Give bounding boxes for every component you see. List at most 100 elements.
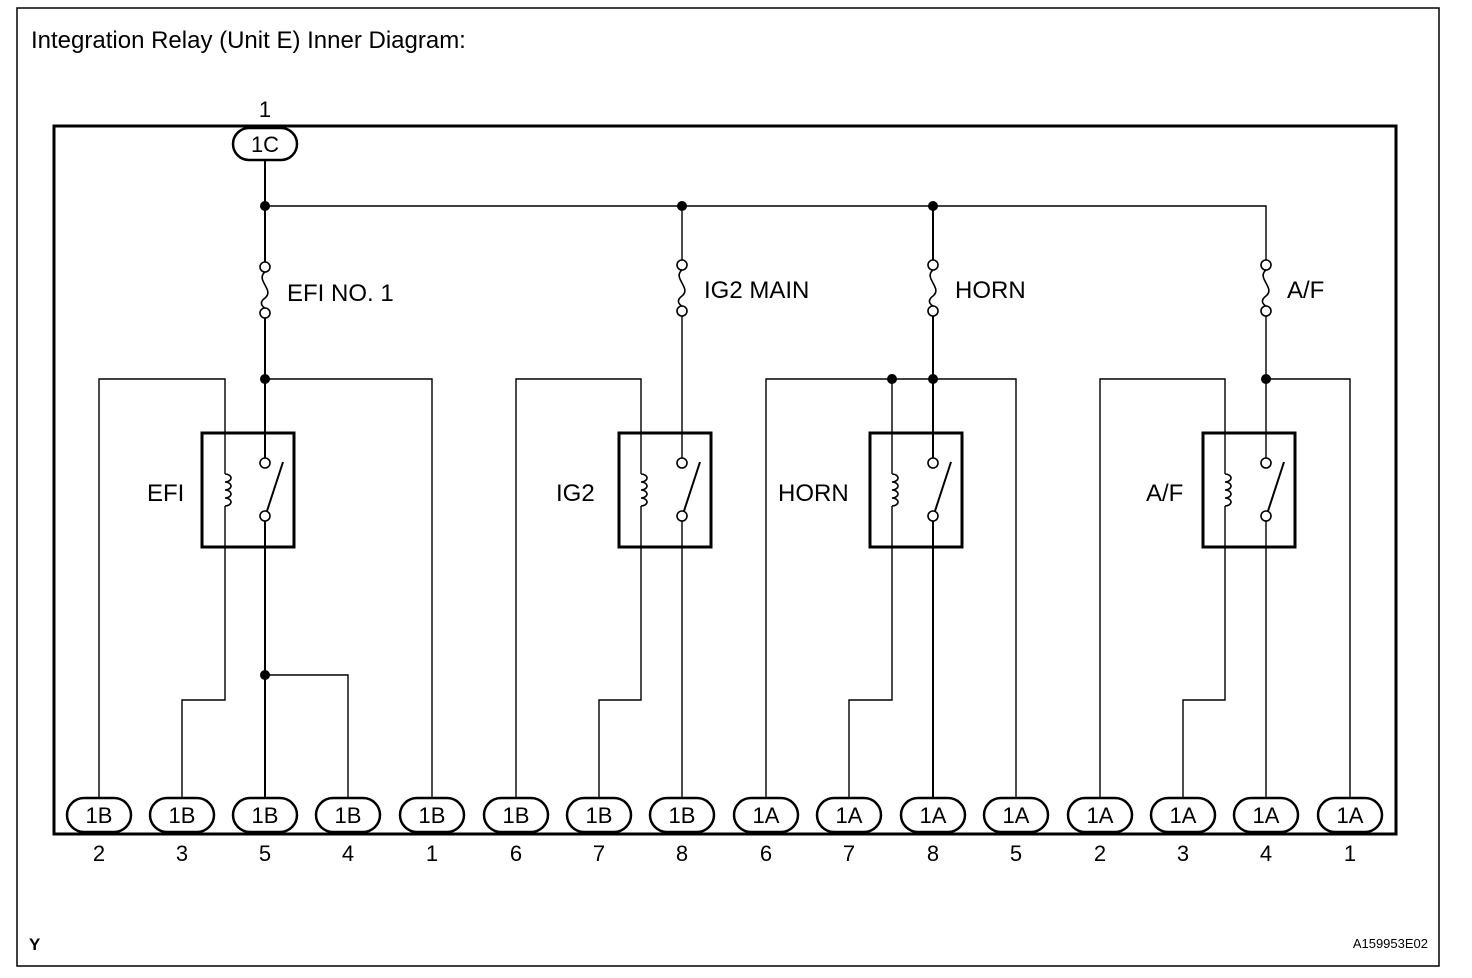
bottom-connector: 1A 6 xyxy=(732,796,800,866)
bottom-connector: 1B 2 xyxy=(65,796,133,866)
connector-pin-number: 8 xyxy=(676,841,688,866)
junction-dot xyxy=(677,201,687,211)
bottom-connector: 1B 4 xyxy=(314,796,382,866)
switch-contact xyxy=(259,457,271,469)
relay-label-af: A/F xyxy=(1146,480,1183,507)
connector-pin-number: 1 xyxy=(426,841,438,866)
fuse-label-efi-no1: EFI NO. 1 xyxy=(287,280,394,307)
connector-label: 1B xyxy=(252,803,279,828)
connector-label: 1B xyxy=(669,803,696,828)
fuses xyxy=(259,259,1272,319)
connector-oval xyxy=(815,796,883,834)
bottom-connector: 1B3 xyxy=(148,796,216,866)
switch-blade xyxy=(266,461,284,512)
bottom-connector: 1B 7 xyxy=(565,796,633,866)
wire-efi-pin1 xyxy=(265,378,433,798)
connector-label: 1A xyxy=(1087,803,1114,828)
connector-oval xyxy=(648,796,716,834)
junction-dot xyxy=(260,670,270,680)
switch-blade xyxy=(683,461,701,512)
relay-unit-housing xyxy=(52,124,1398,836)
bottom-connector: 1B5 xyxy=(231,796,299,866)
relay-label-horn: HORN xyxy=(778,480,849,507)
connector-label: 1B xyxy=(169,803,196,828)
switch-contact xyxy=(676,510,688,522)
connector-label: 1B xyxy=(586,803,613,828)
connector-oval xyxy=(231,796,299,834)
connector-oval xyxy=(1149,796,1217,834)
connector-pin-number: 8 xyxy=(927,841,939,866)
connector-oval xyxy=(314,796,382,834)
switch-contact xyxy=(1260,457,1272,469)
connector-label: 1A xyxy=(1337,803,1364,828)
coil-icon xyxy=(1224,473,1232,507)
connector-pin-number: 7 xyxy=(593,841,605,866)
junction-dot xyxy=(260,201,270,211)
junction-dot xyxy=(928,374,938,384)
wire-efi-coil-top xyxy=(98,378,226,798)
bottom-connector: 1A 5 xyxy=(982,796,1050,866)
bottom-connector: 1A 8 xyxy=(899,796,967,866)
bottom-connector: 1A 7 xyxy=(815,796,883,866)
wire-af-coil-bottom xyxy=(1182,518,1226,798)
connector-pin-number: 4 xyxy=(342,841,354,866)
wire-efi-pin4 xyxy=(265,674,349,798)
connector-oval xyxy=(1316,796,1384,834)
connector-label: 1B xyxy=(419,803,446,828)
switch-contact xyxy=(259,510,271,522)
connector-pin-number: 3 xyxy=(1177,841,1189,866)
fuse-af-symbol xyxy=(1260,259,1272,317)
junction-dot xyxy=(928,201,938,211)
connector-label: 1A xyxy=(920,803,947,828)
fuse-ig2-main-symbol xyxy=(676,259,688,317)
connector-oval xyxy=(732,796,800,834)
wire-ig2-coil-bottom xyxy=(598,518,642,798)
fuse-efi-no1-symbol xyxy=(259,261,271,319)
switch-contact xyxy=(927,510,939,522)
connector-oval xyxy=(482,796,550,834)
wire-efi-coil-bottom xyxy=(181,518,226,798)
bottom-connector: 1A4 xyxy=(1232,796,1300,866)
wire-main-bus xyxy=(265,205,1267,262)
connector-label: 1A xyxy=(1003,803,1030,828)
bottom-connector: 1B 6 xyxy=(482,796,550,866)
wire-horn-coil-bottom xyxy=(848,518,893,798)
junction-dot xyxy=(260,374,270,384)
connector-oval xyxy=(148,796,216,834)
top-connector-label: 1C xyxy=(251,132,279,157)
fuse-label-af: A/F xyxy=(1287,277,1324,304)
connector-label: 1A xyxy=(1170,803,1197,828)
wiring xyxy=(98,160,1351,798)
bottom-connectors: 1B21B31B51B41B11B61B71B81A61A71A81A51A21… xyxy=(65,796,1384,866)
switch-contact xyxy=(927,457,939,469)
connector-label: 1B xyxy=(503,803,530,828)
top-connector-oval xyxy=(231,126,299,162)
junction-dot xyxy=(887,374,897,384)
connector-pin-number: 6 xyxy=(760,841,772,866)
relay-box xyxy=(617,431,713,549)
connector-pin-number: 5 xyxy=(1010,841,1022,866)
connector-label: 1B xyxy=(86,803,113,828)
figure-code: A159953E02 xyxy=(1353,936,1428,951)
relay-box xyxy=(1201,431,1297,549)
connector-pin-number: 2 xyxy=(93,841,105,866)
coil-icon xyxy=(640,473,648,507)
connector-label: 1A xyxy=(1253,803,1280,828)
switch-contact xyxy=(676,457,688,469)
relay-efi xyxy=(200,431,296,549)
fuse-label-ig2-main: IG2 MAIN xyxy=(704,277,809,304)
connector-label: 1B xyxy=(335,803,362,828)
connector-pin-number: 6 xyxy=(510,841,522,866)
connector-pin-number: 2 xyxy=(1094,841,1106,866)
diagram-title: Integration Relay (Unit E) Inner Diagram… xyxy=(31,27,466,54)
connector-oval xyxy=(65,796,133,834)
connector-pin-number: 7 xyxy=(843,841,855,866)
switch-blade xyxy=(934,461,952,512)
wire-af-coil-top xyxy=(1099,378,1226,798)
connector-label: 1A xyxy=(836,803,863,828)
connector-oval xyxy=(565,796,633,834)
relay-ig2 xyxy=(617,431,713,549)
connector-label: 1A xyxy=(753,803,780,828)
bottom-connector: 1A 2 xyxy=(1066,796,1134,866)
